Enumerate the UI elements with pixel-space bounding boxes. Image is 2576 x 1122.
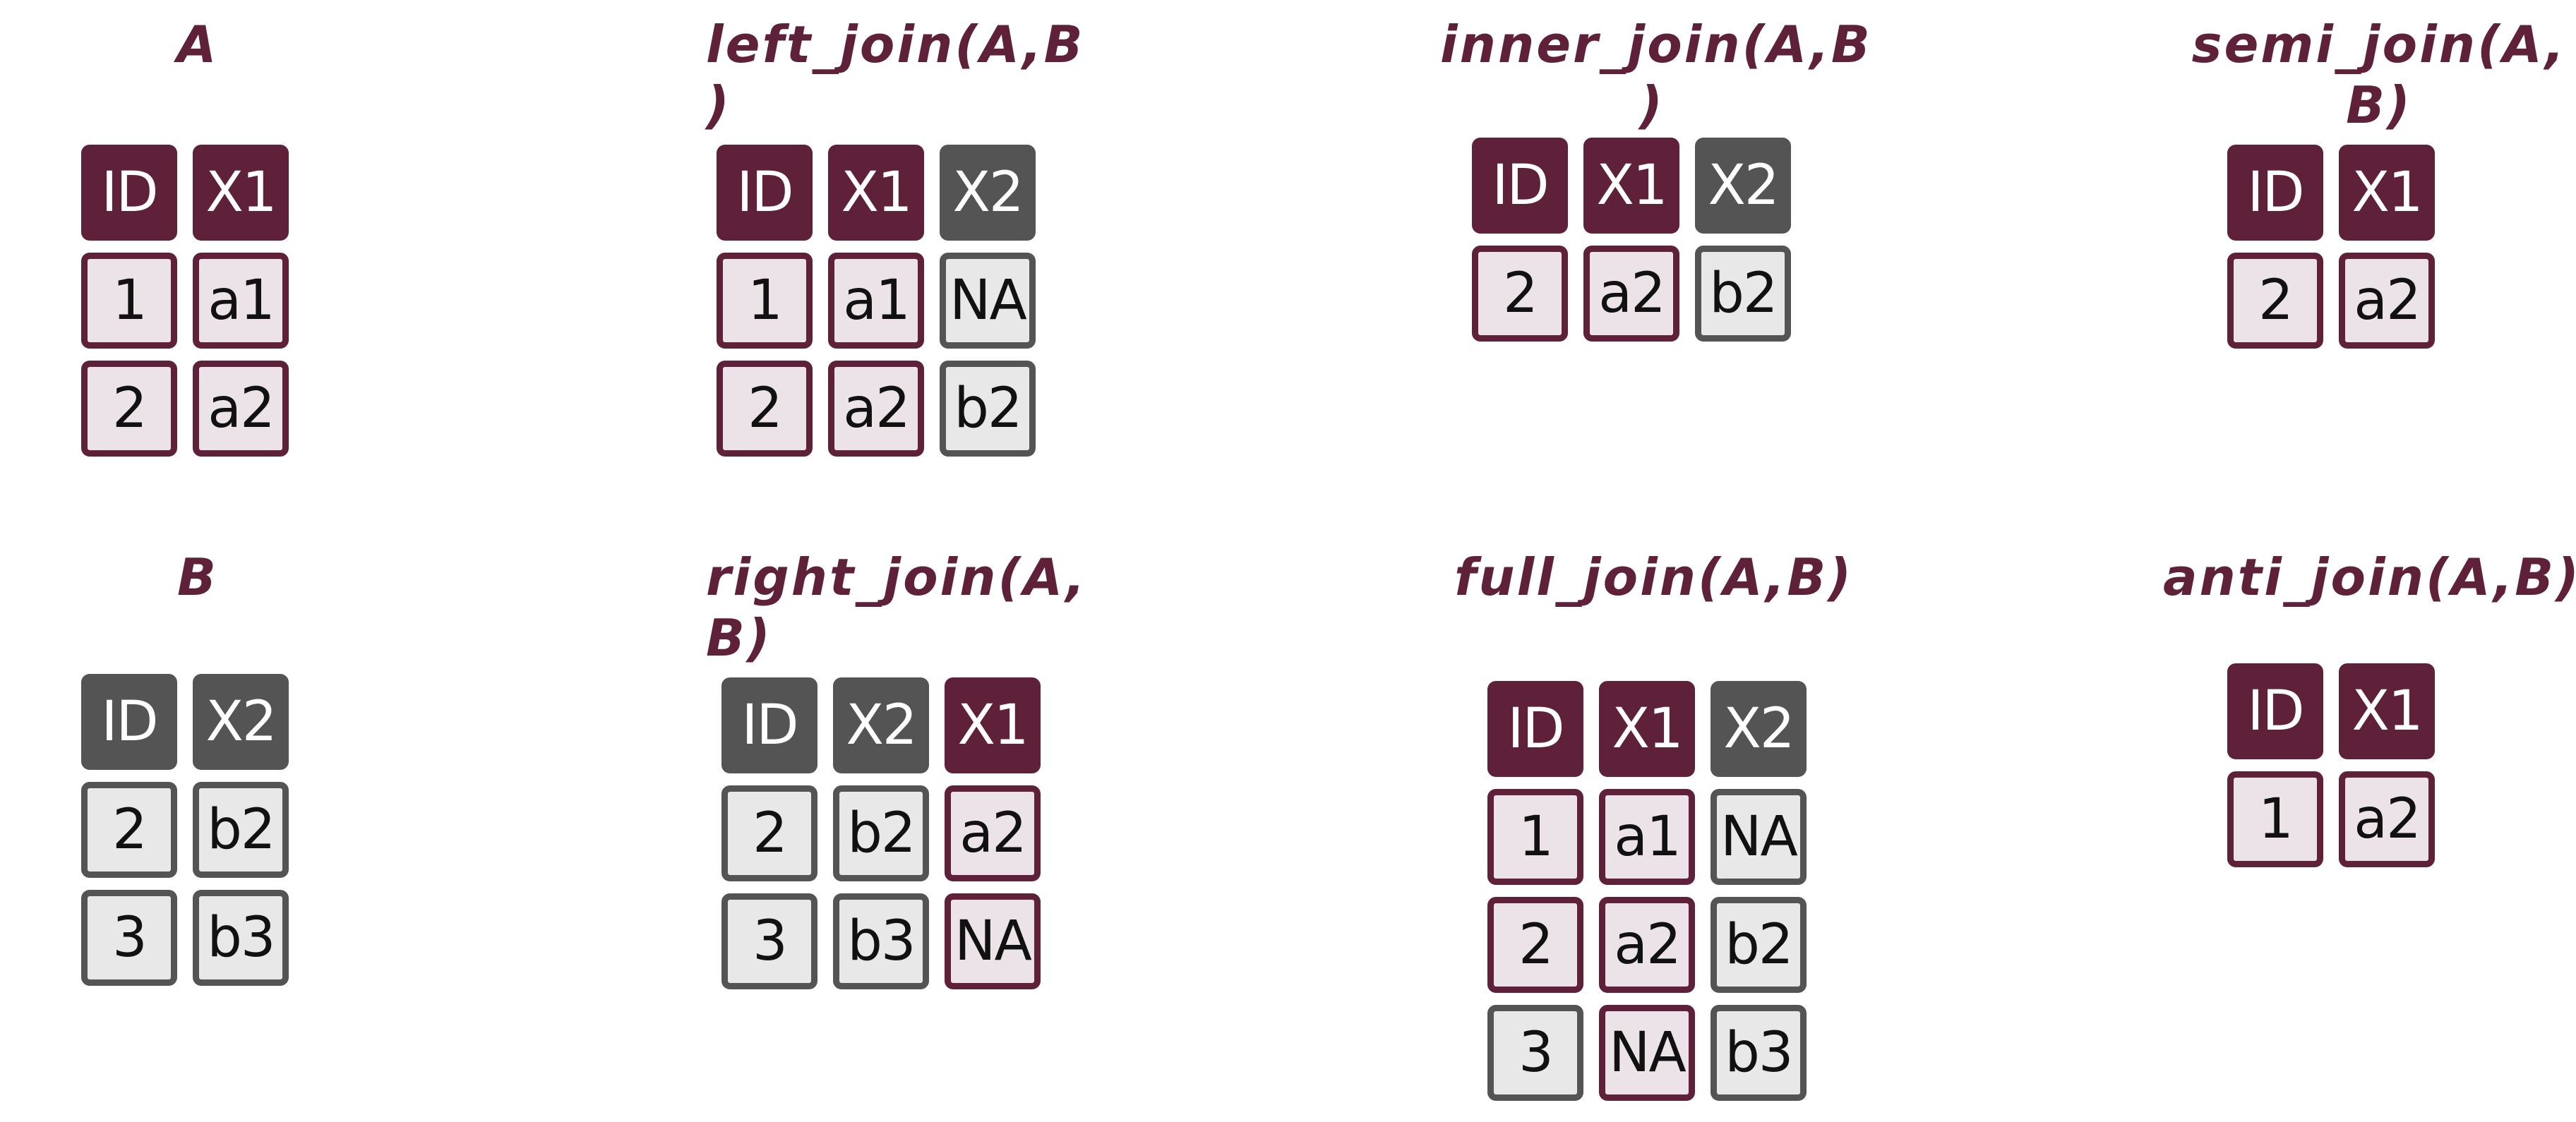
data-cell: 2: [81, 782, 177, 878]
data-cell: NA: [1599, 1005, 1695, 1101]
header-cell-x2: X2: [1695, 138, 1791, 234]
data-cell: a2: [1583, 246, 1679, 342]
table-title: semi_join(A, B): [2191, 15, 2567, 135]
data-cell: a2: [2339, 253, 2435, 349]
header-cell-id: ID: [2227, 663, 2323, 759]
data-cell: 2: [81, 361, 177, 457]
header-cell-x2: X2: [193, 674, 289, 770]
header-cell-id: ID: [1472, 138, 1568, 234]
header-cell-id: ID: [2227, 145, 2323, 241]
header-cell-id: ID: [1487, 681, 1583, 777]
data-cell: b2: [1711, 897, 1807, 993]
data-cell: 2: [1472, 246, 1568, 342]
data-cell: 1: [81, 253, 177, 349]
header-cell-id: ID: [81, 674, 177, 770]
data-cell: 1: [1487, 789, 1583, 885]
data-cell: NA: [945, 893, 1041, 989]
data-cell: a2: [2339, 771, 2435, 867]
table-title: A: [176, 15, 219, 74]
header-cell-id: ID: [717, 145, 813, 241]
data-cell: b2: [833, 785, 929, 881]
table-title: inner_join(A,B ): [1440, 15, 1872, 135]
data-cell: 3: [721, 893, 817, 989]
header-cell-x2: X2: [833, 677, 929, 773]
header-cell-x1: X1: [2339, 663, 2435, 759]
table-title: right_join(A, B): [706, 548, 1087, 668]
data-cell: a2: [828, 361, 924, 457]
data-cell: 3: [81, 890, 177, 986]
header-cell-x2: X2: [940, 145, 1036, 241]
table-title: left_join(A,B ): [706, 15, 1085, 135]
table-title: B: [177, 548, 218, 607]
data-cell: b3: [193, 890, 289, 986]
table-title: full_join(A,B): [1454, 548, 1854, 607]
data-cell: 3: [1487, 1005, 1583, 1101]
header-cell-id: ID: [81, 145, 177, 241]
data-cell: 1: [2227, 771, 2323, 867]
header-cell-id: ID: [721, 677, 817, 773]
data-cell: NA: [1711, 789, 1807, 885]
data-cell: 2: [2227, 253, 2323, 349]
header-cell-x1: X1: [828, 145, 924, 241]
data-cell: b2: [193, 782, 289, 878]
data-cell: a1: [1599, 789, 1695, 885]
data-cell: b2: [940, 361, 1036, 457]
header-cell-x1: X1: [1599, 681, 1695, 777]
data-cell: a2: [945, 785, 1041, 881]
data-cell: b3: [833, 893, 929, 989]
data-cell: a1: [193, 253, 289, 349]
header-cell-x1: X1: [2339, 145, 2435, 241]
data-cell: a1: [828, 253, 924, 349]
data-cell: b2: [1695, 246, 1791, 342]
data-cell: 2: [721, 785, 817, 881]
data-cell: 1: [717, 253, 813, 349]
data-cell: a2: [1599, 897, 1695, 993]
header-cell-x2: X2: [1711, 681, 1807, 777]
data-cell: 2: [717, 361, 813, 457]
data-cell: a2: [193, 361, 289, 457]
header-cell-x1: X1: [945, 677, 1041, 773]
data-cell: 2: [1487, 897, 1583, 993]
table-title: anti_join(A,B): [2162, 548, 2576, 607]
header-cell-x1: X1: [193, 145, 289, 241]
header-cell-x1: X1: [1583, 138, 1679, 234]
data-cell: NA: [940, 253, 1036, 349]
data-cell: b3: [1711, 1005, 1807, 1101]
